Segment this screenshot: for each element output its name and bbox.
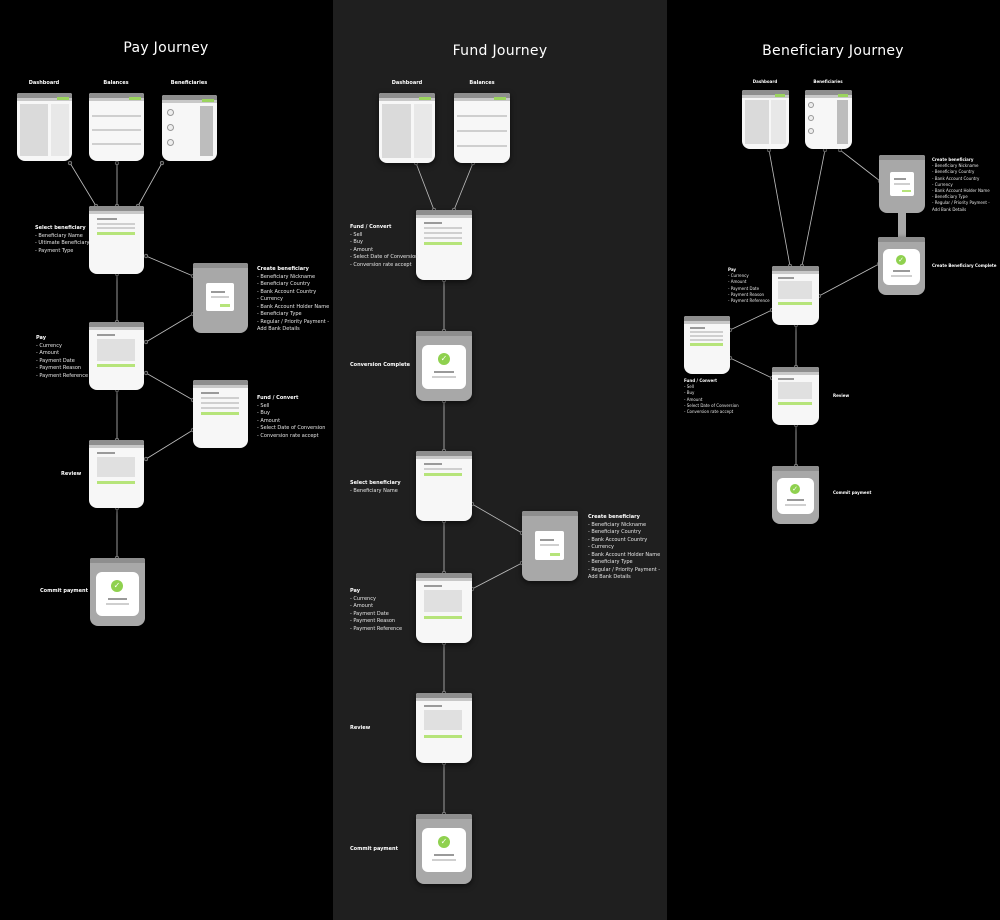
beneficiary-beneficiaries-caption: Beneficiaries — [813, 79, 843, 84]
beneficiary-fund-convert-screen — [684, 316, 730, 374]
connector-line — [801, 149, 826, 267]
beneficiary-create-screen — [879, 155, 925, 213]
fund-review-screen — [416, 693, 472, 763]
connector-line — [729, 357, 773, 379]
connector-line — [839, 149, 881, 182]
fund-pay-note: Pay - Currency - Amount - Payment Date -… — [350, 588, 403, 632]
fund-create-beneficiary-note: Create beneficiary - Beneficiary Nicknam… — [588, 514, 661, 580]
fund-conversion-complete-note: Conversion Complete — [350, 362, 410, 368]
connector-line — [471, 503, 523, 534]
beneficiary-pay-screen — [772, 266, 819, 325]
check-circle-icon: ✓ — [111, 580, 123, 592]
beneficiary-create-connector — [898, 212, 906, 238]
fund-balances-caption: Balances — [469, 80, 495, 86]
fund-fund-convert-note: Fund / Convert - Sell - Buy - Amount - S… — [350, 224, 419, 268]
fund-review-note: Review — [350, 725, 371, 731]
pay-review-screen — [89, 440, 144, 508]
pay-pay-screen — [89, 322, 144, 390]
pay-commit-screen: ✓ — [90, 558, 145, 626]
pay-create-beneficiary-screen — [193, 263, 248, 333]
pay-dashboard-screen — [17, 93, 72, 161]
connector-node — [114, 160, 120, 166]
connector-line — [69, 162, 97, 207]
connector-line — [471, 562, 523, 590]
fund-fund-convert-screen — [416, 210, 472, 280]
connector-line — [729, 309, 773, 331]
beneficiary-beneficiaries-screen — [805, 90, 852, 149]
pay-fund-convert-screen — [193, 380, 248, 448]
beneficiary-fund-convert-note: Fund / Convert - Sell - Buy - Amount - S… — [684, 378, 739, 415]
connector-line — [145, 313, 194, 343]
check-circle-icon: ✓ — [790, 484, 800, 494]
fund-dashboard-caption: Dashboard — [391, 80, 423, 86]
fund-journey-title: Fund Journey — [452, 43, 548, 59]
fund-balances-screen — [454, 93, 510, 163]
beneficiary-commit-screen: ✓ — [772, 466, 819, 524]
fund-commit-note: Commit payment — [350, 846, 398, 852]
beneficiary-journey-panel — [667, 0, 1000, 920]
fund-commit-screen: ✓ — [416, 814, 472, 884]
connector-line — [145, 255, 194, 277]
fund-dashboard-screen — [379, 93, 435, 163]
beneficiary-journey-title: Beneficiary Journey — [762, 43, 904, 59]
check-circle-icon: ✓ — [896, 255, 906, 265]
fund-select-beneficiary-note: Select beneficiary - Beneficiary Name — [350, 480, 401, 494]
connector-line — [453, 162, 474, 211]
pay-balances-caption: Balances — [103, 80, 129, 86]
pay-commit-note: Commit payment — [40, 588, 88, 594]
pay-fund-convert-note: Fund / Convert - Sell - Buy - Amount - S… — [257, 395, 326, 439]
connector-line — [137, 162, 163, 207]
connector-node — [143, 339, 149, 345]
pay-pay-note: Pay - Currency - Amount - Payment Date -… — [36, 335, 89, 379]
beneficiary-create-note: Create beneficiary - Beneficiary Nicknam… — [932, 157, 990, 212]
beneficiary-create-complete-screen: ✓ — [878, 237, 925, 295]
fund-pay-screen — [416, 573, 472, 643]
pay-journey-title: Pay Journey — [123, 40, 209, 56]
connector-line — [145, 429, 194, 460]
pay-select-beneficiary-note: Select beneficiary - Beneficiary Name - … — [35, 225, 90, 254]
beneficiary-review-screen — [772, 367, 819, 425]
pay-review-note: Review — [61, 471, 82, 477]
connector-line — [768, 149, 791, 267]
beneficiary-review-note: Review — [833, 393, 850, 398]
pay-beneficiaries-screen — [162, 95, 217, 161]
check-circle-icon: ✓ — [438, 353, 450, 365]
connector-node — [143, 370, 149, 376]
fund-select-beneficiary-screen — [416, 451, 472, 521]
connector-line — [415, 162, 435, 211]
beneficiary-dashboard-caption: Dashboard — [752, 79, 778, 84]
pay-beneficiaries-caption: Beneficiaries — [170, 80, 208, 86]
beneficiary-dashboard-screen — [742, 90, 789, 149]
pay-dashboard-caption: Dashboard — [28, 80, 60, 86]
pay-create-beneficiary-note: Create beneficiary - Beneficiary Nicknam… — [257, 266, 330, 332]
connector-node — [159, 160, 165, 166]
connector-line — [145, 372, 194, 401]
beneficiary-pay-note: Pay - Currency - Amount - Payment Date -… — [728, 267, 770, 304]
pay-select-beneficiary-screen — [89, 206, 144, 274]
beneficiary-create-complete-note: Create Beneficiary Complete — [932, 263, 997, 268]
connector-node — [143, 253, 149, 259]
connector-node — [67, 160, 73, 166]
check-circle-icon: ✓ — [438, 836, 450, 848]
fund-conversion-complete-screen: ✓ — [416, 331, 472, 401]
connector-line — [818, 263, 880, 297]
beneficiary-commit-note: Commit payment — [833, 490, 872, 495]
fund-create-beneficiary-screen — [522, 511, 578, 581]
pay-balances-screen — [89, 93, 144, 161]
connector-node — [143, 456, 149, 462]
